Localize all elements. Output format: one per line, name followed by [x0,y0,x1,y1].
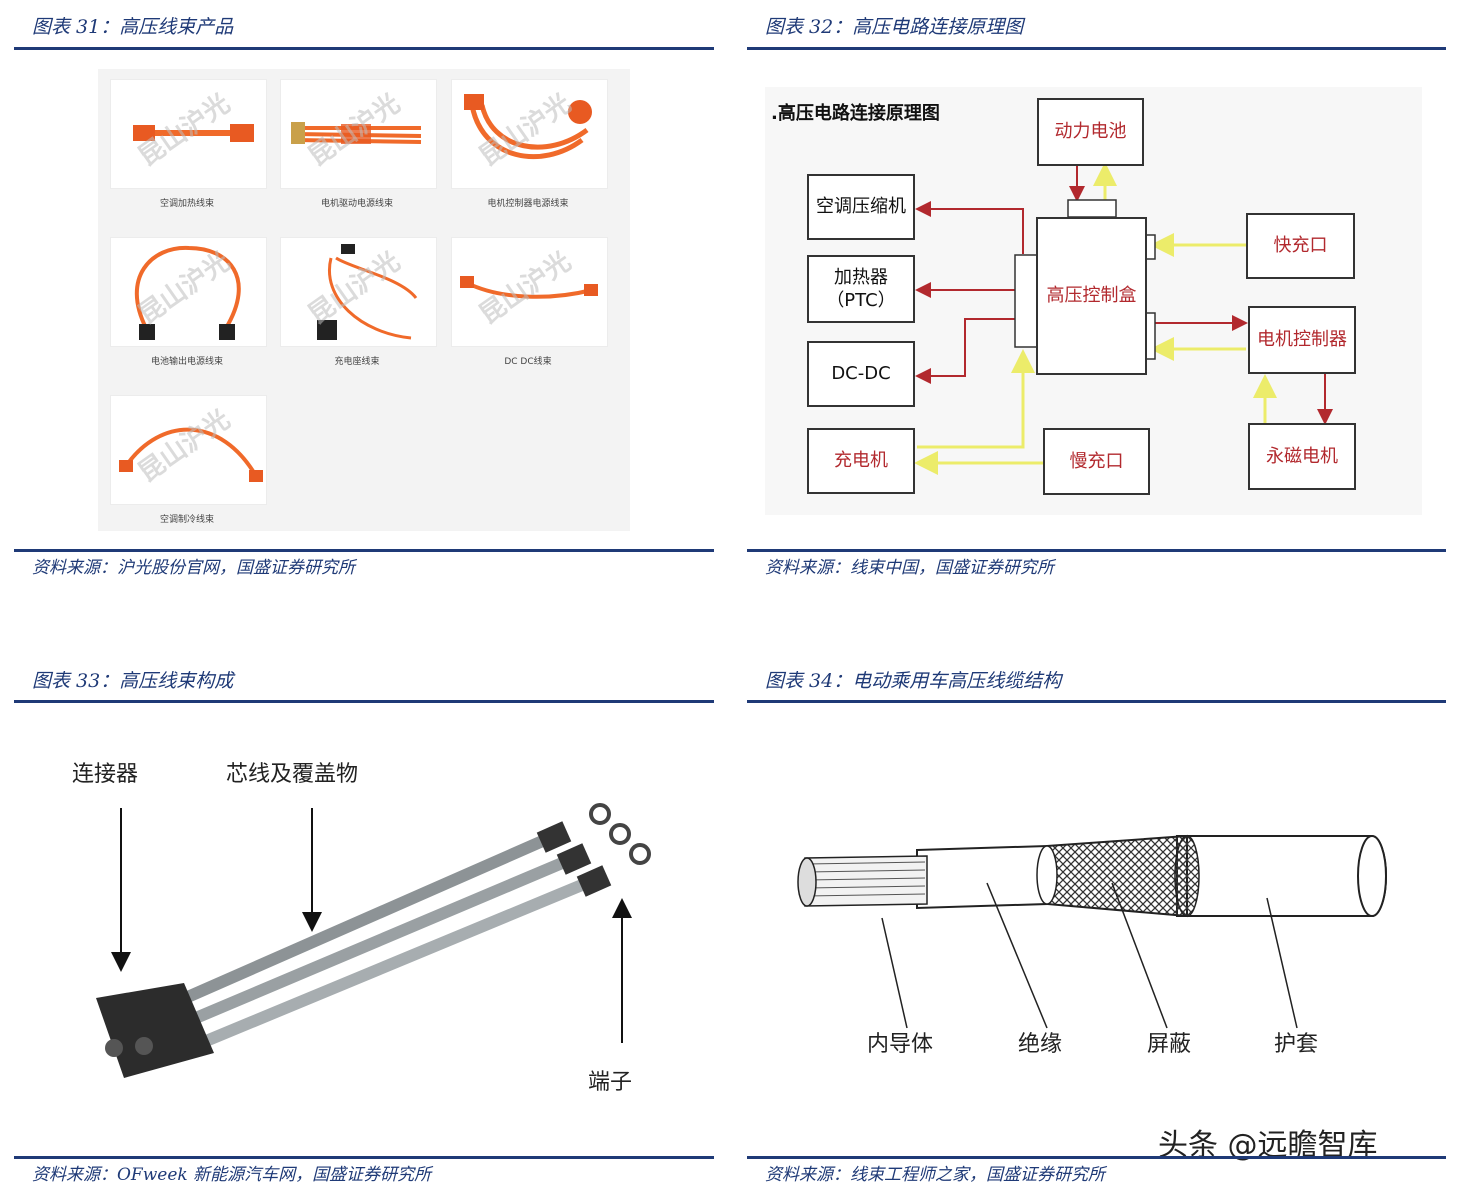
fig34-illustration: 内导体 绝缘 屏蔽 护套 [747,708,1446,1152]
fig32-source: 资料来源：线束中国，国盛证券研究所 [765,558,1054,578]
connector-body [96,983,214,1078]
cable [178,852,580,1029]
schematic-connectors [914,162,1333,475]
fig33-illustration: 连接器 芯线及覆盖物 端子 [14,708,714,1152]
box-fast-port: 快充口 [1246,213,1355,279]
box-dcdc: DC-DC [807,341,915,407]
fig34-bottom-rule [747,1156,1446,1159]
fig31-source: 资料来源：沪光股份官网，国盛证券研究所 [32,558,355,578]
product-image: 昆山沪光 [280,79,437,189]
heater-ptc-label: （PTC） [826,290,896,311]
harness-image [119,427,263,482]
product-image: 昆山沪光 [451,79,608,189]
power-line [915,201,1024,254]
label-connector: 连接器 [72,762,139,787]
fig32-top-rule [747,47,1446,50]
harness-image [317,244,418,340]
product-image: 昆山沪光 [280,237,437,347]
fig32-bottom-rule [747,549,1446,552]
product-caption: 电机控制器电源线束 [487,199,569,209]
harness-image [464,94,592,160]
fig32-schematic: .高压电路连接原理图 动力电池 空调压缩机 加热器 （PTC） DC-DC 充电… [765,87,1422,515]
product-image: 昆山沪光 [110,395,267,505]
leader-line [1266,897,1298,1029]
jacket-layer [1176,835,1387,917]
harness-image [460,276,598,299]
power-line [915,318,1015,384]
product-image: 昆山沪光 [451,237,608,347]
label-terminal: 端子 [588,1070,633,1095]
label-insulation: 绝缘 [1018,1032,1063,1057]
fig33-title: 图表 33：高压线束构成 [32,670,234,692]
product-caption: 空调制冷线束 [159,515,214,525]
heater-label: 加热器 [834,266,888,288]
fig31-top-rule [14,47,714,50]
product-image: 昆山沪光 [110,79,267,189]
label-shield: 屏蔽 [1147,1032,1192,1057]
product-caption: 电机驱动电源线束 [320,199,393,209]
signal-line [917,349,1035,449]
harness-image [291,122,422,144]
cable [188,874,600,1052]
label-core: 芯线及覆盖物 [226,762,359,787]
connector-block [1067,199,1117,218]
label-conductor: 内导体 [867,1032,934,1057]
fig34-top-rule [747,700,1446,703]
product-caption: 空调加热线束 [159,199,214,209]
box-control: 高压控制盒 [1036,217,1147,375]
cable-cross-section [797,834,1387,1029]
harness-image [133,124,254,142]
fig34-source: 资料来源：线束工程师之家，国盛证券研究所 [765,1165,1105,1185]
box-ac-compressor: 空调压缩机 [807,174,915,240]
product-caption: 电池输出电源线束 [150,357,223,367]
shield-layer [1046,834,1188,918]
harness-drawing [96,803,651,1078]
fig33-bottom-rule [14,1156,714,1159]
box-slow-port: 慢充口 [1043,428,1150,495]
fig33-top-rule [14,700,714,703]
box-motor-ctrl: 电机控制器 [1248,306,1356,374]
leader-line [881,917,908,1029]
fig34-title: 图表 34：电动乘用车高压线缆结构 [765,670,1062,692]
insulation-layer [916,844,1048,910]
fig32-title: 图表 32：高压电路连接原理图 [765,16,1024,38]
fig31-title: 图表 31：高压线束产品 [32,16,234,38]
harness-image [134,245,241,340]
product-image: 昆山沪光 [110,237,267,347]
connector-block [1014,254,1038,348]
box-heater: 加热器 （PTC） [807,255,915,323]
cable [168,830,560,1009]
leader-line [1111,882,1168,1029]
leader-line [986,882,1048,1029]
box-charger: 充电机 [807,428,915,494]
box-pm-motor: 永磁电机 [1248,423,1356,490]
product-caption: 充电座线束 [334,357,380,367]
fig33-source: 资料来源：OFweek 新能源汽车网，国盛证券研究所 [32,1165,432,1185]
label-jacket: 护套 [1274,1032,1319,1057]
diagram-title: .高压电路连接原理图 [771,103,940,124]
product-caption: DC DC线束 [504,357,552,367]
box-battery: 动力电池 [1037,98,1144,166]
fig31-bottom-rule [14,549,714,552]
